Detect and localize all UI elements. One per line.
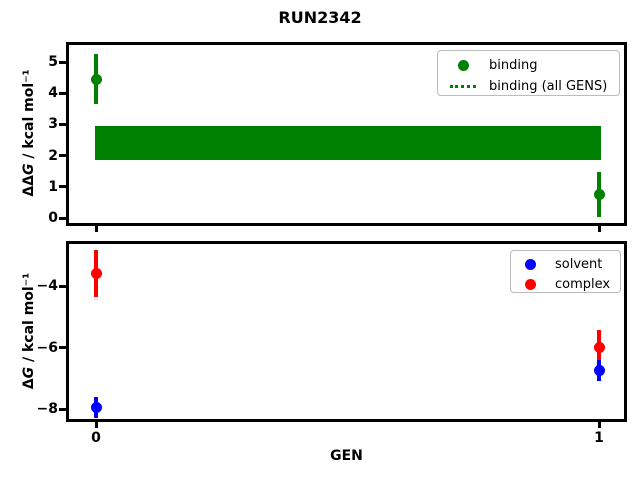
legend-binding-all-gens-handle [450, 85, 476, 88]
solvent-dot-icon [524, 258, 536, 270]
top-ytick-label: 3 [48, 116, 58, 133]
top-ytick-label: 2 [48, 147, 58, 164]
top-ytick-label: 4 [48, 85, 58, 102]
bottom-ytick-label: −6 [36, 339, 58, 356]
binding-marker [593, 189, 605, 201]
bottom-xtick [597, 422, 601, 428]
complex-marker [90, 268, 102, 280]
bottom-ytick [59, 407, 67, 411]
complex-marker [593, 342, 605, 353]
legend-complex-handle [520, 278, 540, 290]
legend-row-solvent: solvent [520, 254, 614, 274]
top-ytick [59, 91, 67, 95]
dotted-line-icon [450, 85, 476, 88]
legend-row-binding: binding [450, 55, 613, 76]
legend-complex-label: complex [555, 276, 611, 292]
legend-bottom: solvent complex [510, 250, 621, 293]
top-ytick-label: 5 [48, 54, 58, 70]
chart-title: RUN2342 [278, 8, 362, 27]
legend-binding-handle [450, 60, 476, 71]
xtick-label: 1 [594, 430, 604, 446]
xtick-label: 0 [91, 430, 101, 446]
solvent-marker [593, 365, 605, 377]
top-ytick [59, 216, 67, 220]
legend-row-binding-all-gens: binding (all GENS) [450, 76, 613, 97]
bottom-ytick [59, 346, 67, 349]
legend-top: binding binding (all GENS) [437, 50, 620, 96]
bottom-ytick [59, 284, 67, 288]
binding-all-gens-band [95, 125, 601, 161]
bottom-ytick-label: −8 [36, 401, 58, 417]
top-xtick [94, 226, 98, 232]
complex-dot-icon [524, 278, 536, 290]
binding-dot-icon [457, 60, 469, 71]
legend-solvent-label: solvent [555, 256, 603, 272]
binding-marker [90, 73, 102, 85]
bottom-ytick-label: −4 [36, 278, 58, 294]
top-ytick-label: 0 [48, 210, 58, 226]
top-ytick [59, 185, 67, 189]
x-axis-label: GEN [330, 448, 363, 464]
top-xtick [597, 226, 601, 232]
legend-solvent-handle [520, 258, 540, 270]
bottom-xtick [94, 422, 98, 428]
legend-binding-all-gens-label: binding (all GENS) [489, 79, 608, 94]
bottom-ylabel-delta: Δ [21, 378, 37, 390]
top-ytick-label: 1 [48, 178, 58, 195]
top-ytick [59, 122, 67, 126]
bottom-ylabel-var: G [21, 366, 37, 379]
legend-row-complex: complex [520, 274, 614, 294]
top-ytick [59, 154, 67, 158]
top-ytick [59, 60, 67, 64]
top-ylabel-var: G [21, 163, 37, 175]
solvent-marker [90, 401, 102, 413]
legend-binding-label: binding [489, 58, 538, 73]
